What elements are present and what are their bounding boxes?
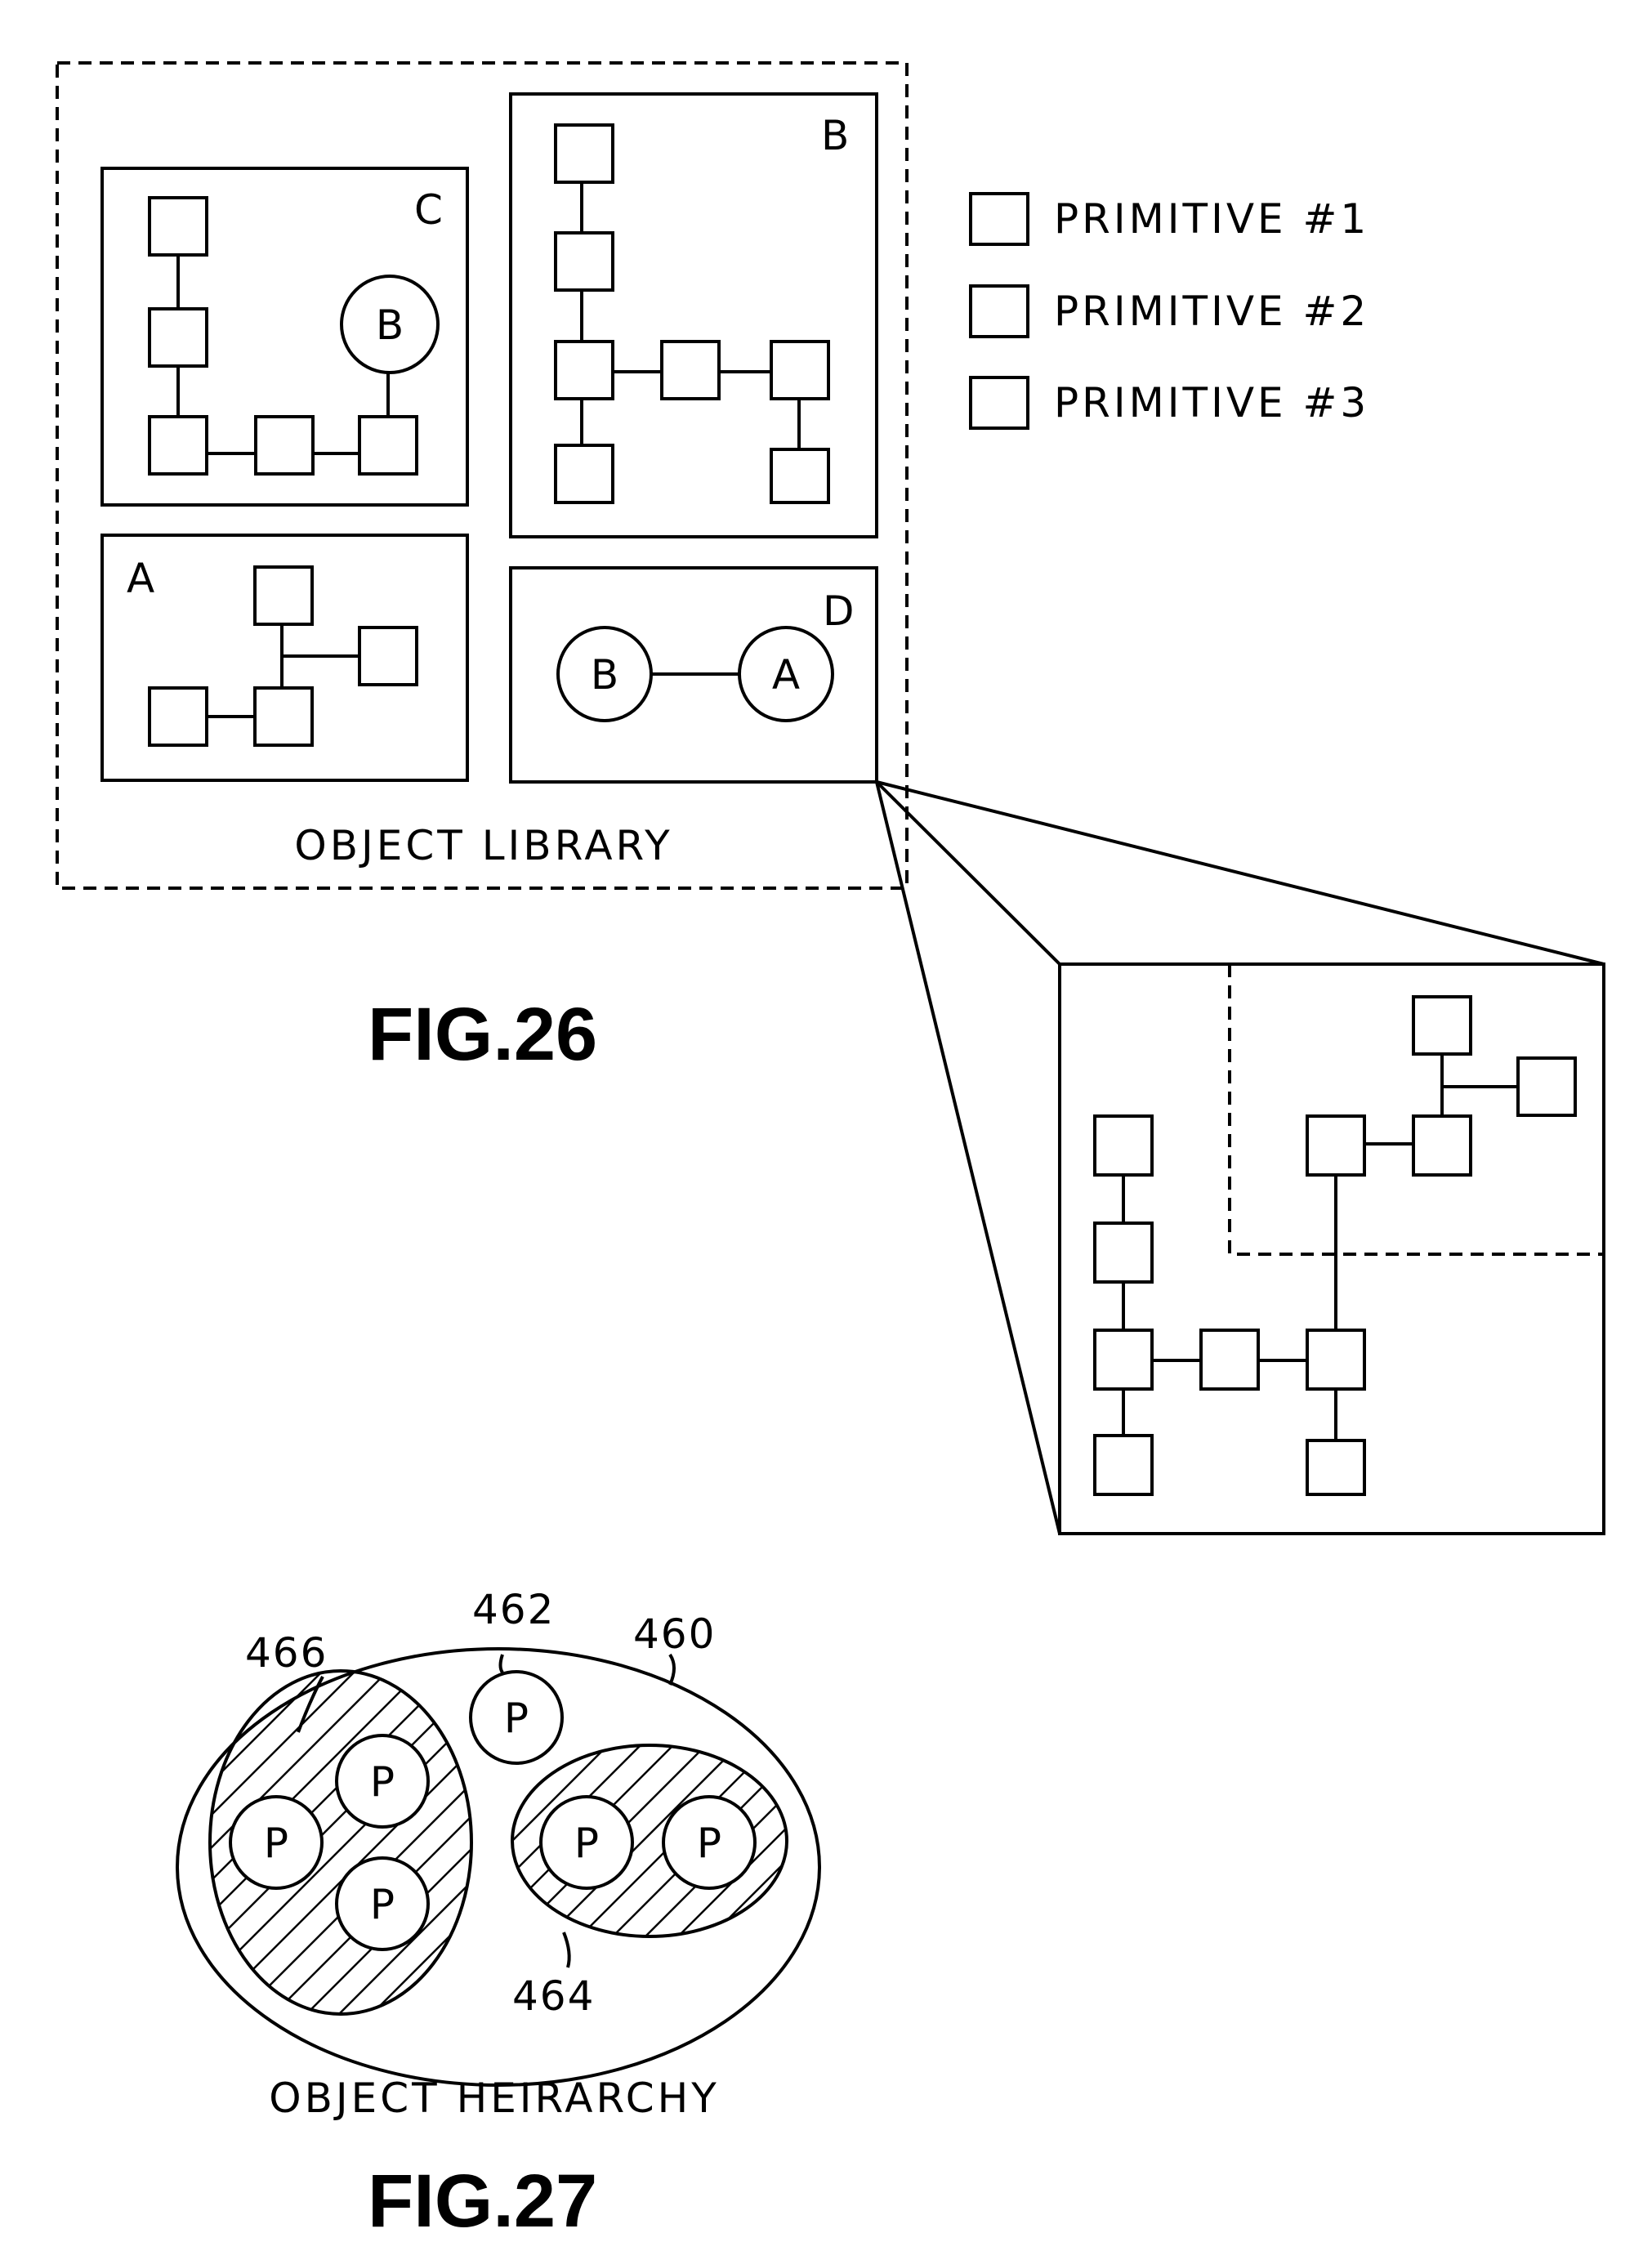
- primitive-2-square: [1306, 1114, 1366, 1177]
- fig26-caption: FIG.26: [368, 993, 597, 1076]
- primitive-node: [229, 1795, 324, 1890]
- primitive-2-square: [770, 340, 830, 400]
- legend-primitive-1-swatch: [969, 192, 1029, 246]
- leader-466: [297, 1676, 324, 1733]
- panel-d-label: D: [823, 587, 855, 635]
- panel-d: D B A: [509, 566, 878, 784]
- primitive-node-label: P: [264, 1820, 288, 1867]
- primitive-2-square: [660, 340, 721, 400]
- object-library-border: [56, 61, 909, 890]
- primitive-1-square: [554, 340, 614, 400]
- ref-464: 464: [512, 1972, 595, 2020]
- primitive-node: [335, 1734, 430, 1829]
- primitive-node-label: P: [370, 1758, 395, 1806]
- primitive-1-square: [148, 307, 208, 368]
- object-b-reference-label: B: [591, 651, 618, 699]
- panel-c: C B: [100, 167, 469, 507]
- primitive-1-square: [358, 626, 418, 686]
- leader-462: [498, 1654, 504, 1674]
- legend-primitive-1-label: PRIMITIVE #1: [1054, 195, 1369, 243]
- leader-460: [668, 1653, 676, 1686]
- primitive-node-label: P: [504, 1695, 529, 1742]
- primitive-2-square: [254, 415, 315, 476]
- zoomed-panel-d-expansion: [1058, 962, 1605, 1535]
- ref-460: 460: [633, 1610, 716, 1658]
- primitive-2-square: [1093, 1114, 1154, 1177]
- primitive-1-square: [554, 444, 614, 504]
- primitive-1-square: [148, 415, 208, 476]
- primitive-2-square: [1199, 1329, 1260, 1391]
- object-hierarchy-label: OBJECT HEIRARCHY: [269, 2075, 720, 2122]
- primitive-node: [539, 1795, 634, 1890]
- object-b-reference-label: B: [376, 301, 404, 349]
- primitive-1-square: [1412, 995, 1472, 1056]
- panel-b-label: B: [821, 112, 849, 159]
- primitive-3-square: [770, 448, 830, 504]
- primitive-node-label: P: [697, 1820, 721, 1867]
- object-b-reference-node: [556, 626, 653, 722]
- legend-primitive-3-swatch: [969, 376, 1029, 430]
- primitive-3-square: [1306, 1439, 1366, 1496]
- primitive-1-square: [1093, 1329, 1154, 1391]
- legend-primitive-2-label: PRIMITIVE #2: [1054, 288, 1369, 335]
- object-hierarchy-diagram: P P P P P P 466 462 460 464 OBJECT HEIRA…: [176, 1586, 821, 2122]
- object-library-label: OBJECT LIBRARY: [294, 822, 672, 869]
- primitive-node: [662, 1795, 757, 1890]
- object-a-reference-label: A: [772, 651, 800, 699]
- primitive-2-square: [148, 196, 208, 257]
- legend-primitive-3-label: PRIMITIVE #3: [1054, 379, 1369, 427]
- leader-464: [562, 1932, 571, 1968]
- primitive-2-square: [554, 123, 614, 184]
- legend: PRIMITIVE #1 PRIMITIVE #2 PRIMITIVE #3: [969, 192, 1369, 430]
- object-a-reference-node: [738, 626, 834, 722]
- panel-c-label: C: [414, 186, 443, 234]
- primitive-1-square: [1093, 1434, 1154, 1496]
- primitive-1-square: [253, 686, 314, 747]
- primitive-2-square: [148, 686, 208, 747]
- object-library: C B B: [56, 61, 909, 890]
- fig27-caption: FIG.27: [368, 2159, 597, 2243]
- primitive-node-label: P: [370, 1881, 395, 1928]
- ref-462: 462: [472, 1586, 555, 1633]
- object-b-reference-node: [340, 275, 440, 374]
- zoom-callout-lines: [875, 780, 1605, 1534]
- primitive-node: [469, 1670, 564, 1765]
- primitive-1-square: [1093, 1222, 1154, 1284]
- legend-primitive-2-swatch: [969, 284, 1029, 338]
- primitive-1-square: [1516, 1056, 1577, 1117]
- panel-a-label: A: [127, 555, 154, 602]
- ref-466: 466: [245, 1629, 328, 1677]
- primitive-1-square: [554, 231, 614, 292]
- primitive-1-square: [1412, 1114, 1472, 1177]
- primitive-1-square: [358, 415, 418, 476]
- primitive-node-label: P: [574, 1820, 599, 1867]
- primitive-2-square: [1306, 1329, 1366, 1391]
- panel-b: B: [509, 92, 878, 538]
- panel-a: A: [100, 534, 469, 782]
- primitive-1-square: [253, 565, 314, 626]
- primitive-node: [335, 1856, 430, 1951]
- embedded-object-a-boundary: [1228, 964, 1604, 1256]
